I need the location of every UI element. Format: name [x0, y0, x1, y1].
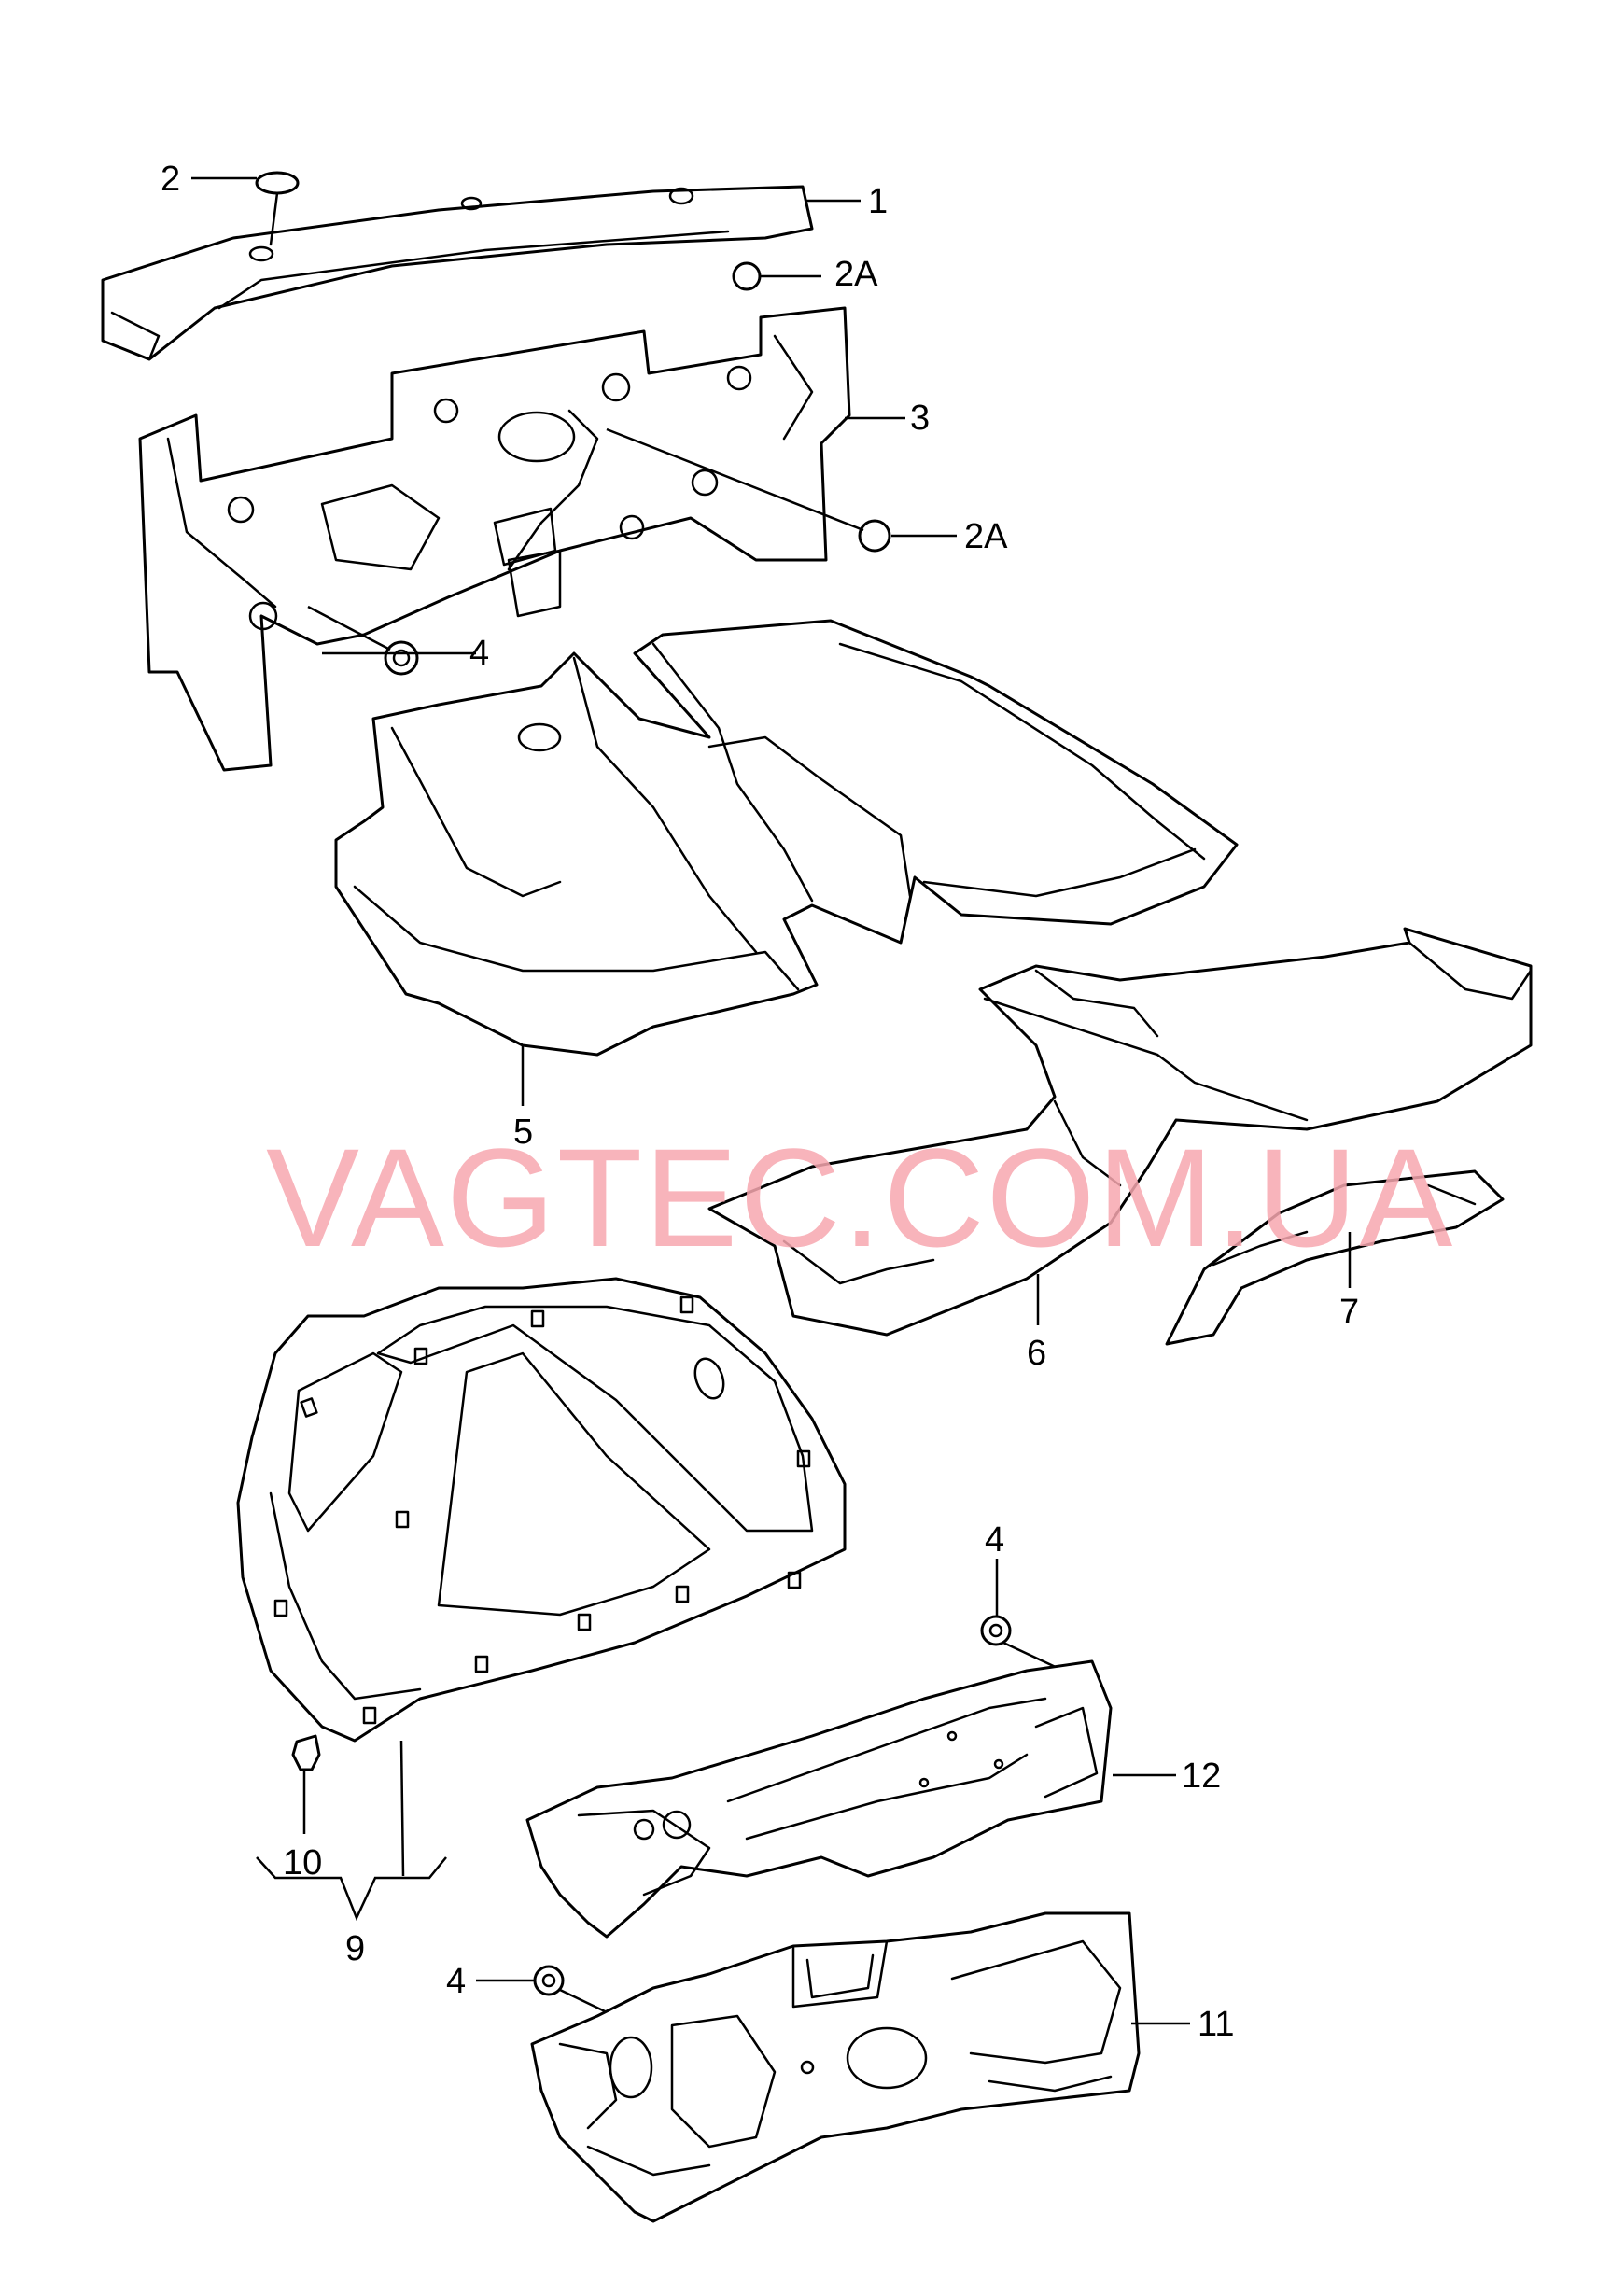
part-2a-nut-mid: [606, 427, 891, 553]
callout-2a-mid: 2A: [964, 517, 1008, 556]
part-5-front-carpet: [334, 619, 1239, 1057]
part-9-bracket: [256, 1856, 447, 1922]
part-12-lower-trim: [525, 1659, 1113, 1939]
leader-lines: [191, 176, 1352, 2025]
callout-4-right: 4: [985, 1520, 1004, 1560]
part-1-cowl-panel: [101, 185, 814, 361]
callout-6: 6: [1027, 1334, 1046, 1373]
part-2-clip: [255, 171, 300, 246]
part-11-dash-insulator: [530, 1911, 1141, 2223]
part-4-grommet-right: [980, 1559, 1074, 1677]
callout-7: 7: [1339, 1293, 1359, 1332]
callout-9: 9: [345, 1929, 365, 1968]
part-4-grommet-bottom: [476, 1965, 606, 2013]
callout-3: 3: [910, 399, 930, 438]
part-3-bulkhead-insulation: [138, 306, 851, 772]
part-9-trunk-lid-trim: [236, 1277, 847, 1877]
callout-1: 1: [868, 182, 888, 221]
part-10-fastener: [291, 1734, 321, 1834]
callout-2a-top: 2A: [834, 255, 878, 294]
part-2a-nut-top: [732, 261, 762, 291]
part-6-rear-carpet: [707, 927, 1533, 1337]
callout-2: 2: [161, 160, 180, 199]
callout-5: 5: [513, 1113, 533, 1152]
part-7-rear-trim: [1165, 1169, 1505, 1346]
callout-10: 10: [283, 1843, 322, 1883]
watermark-text: VAGTEC.COM.UA: [266, 1119, 1454, 1276]
callout-12: 12: [1182, 1757, 1221, 1796]
callout-labels: 1 2 2A 3 2A 4 5 6 7 4 12 10 9 4 11: [161, 160, 1359, 2044]
part-4-grommet-top: [307, 605, 419, 676]
callout-11: 11: [1198, 2005, 1234, 2044]
callout-4-top: 4: [469, 634, 489, 673]
callout-4-bottom: 4: [446, 1962, 466, 2001]
